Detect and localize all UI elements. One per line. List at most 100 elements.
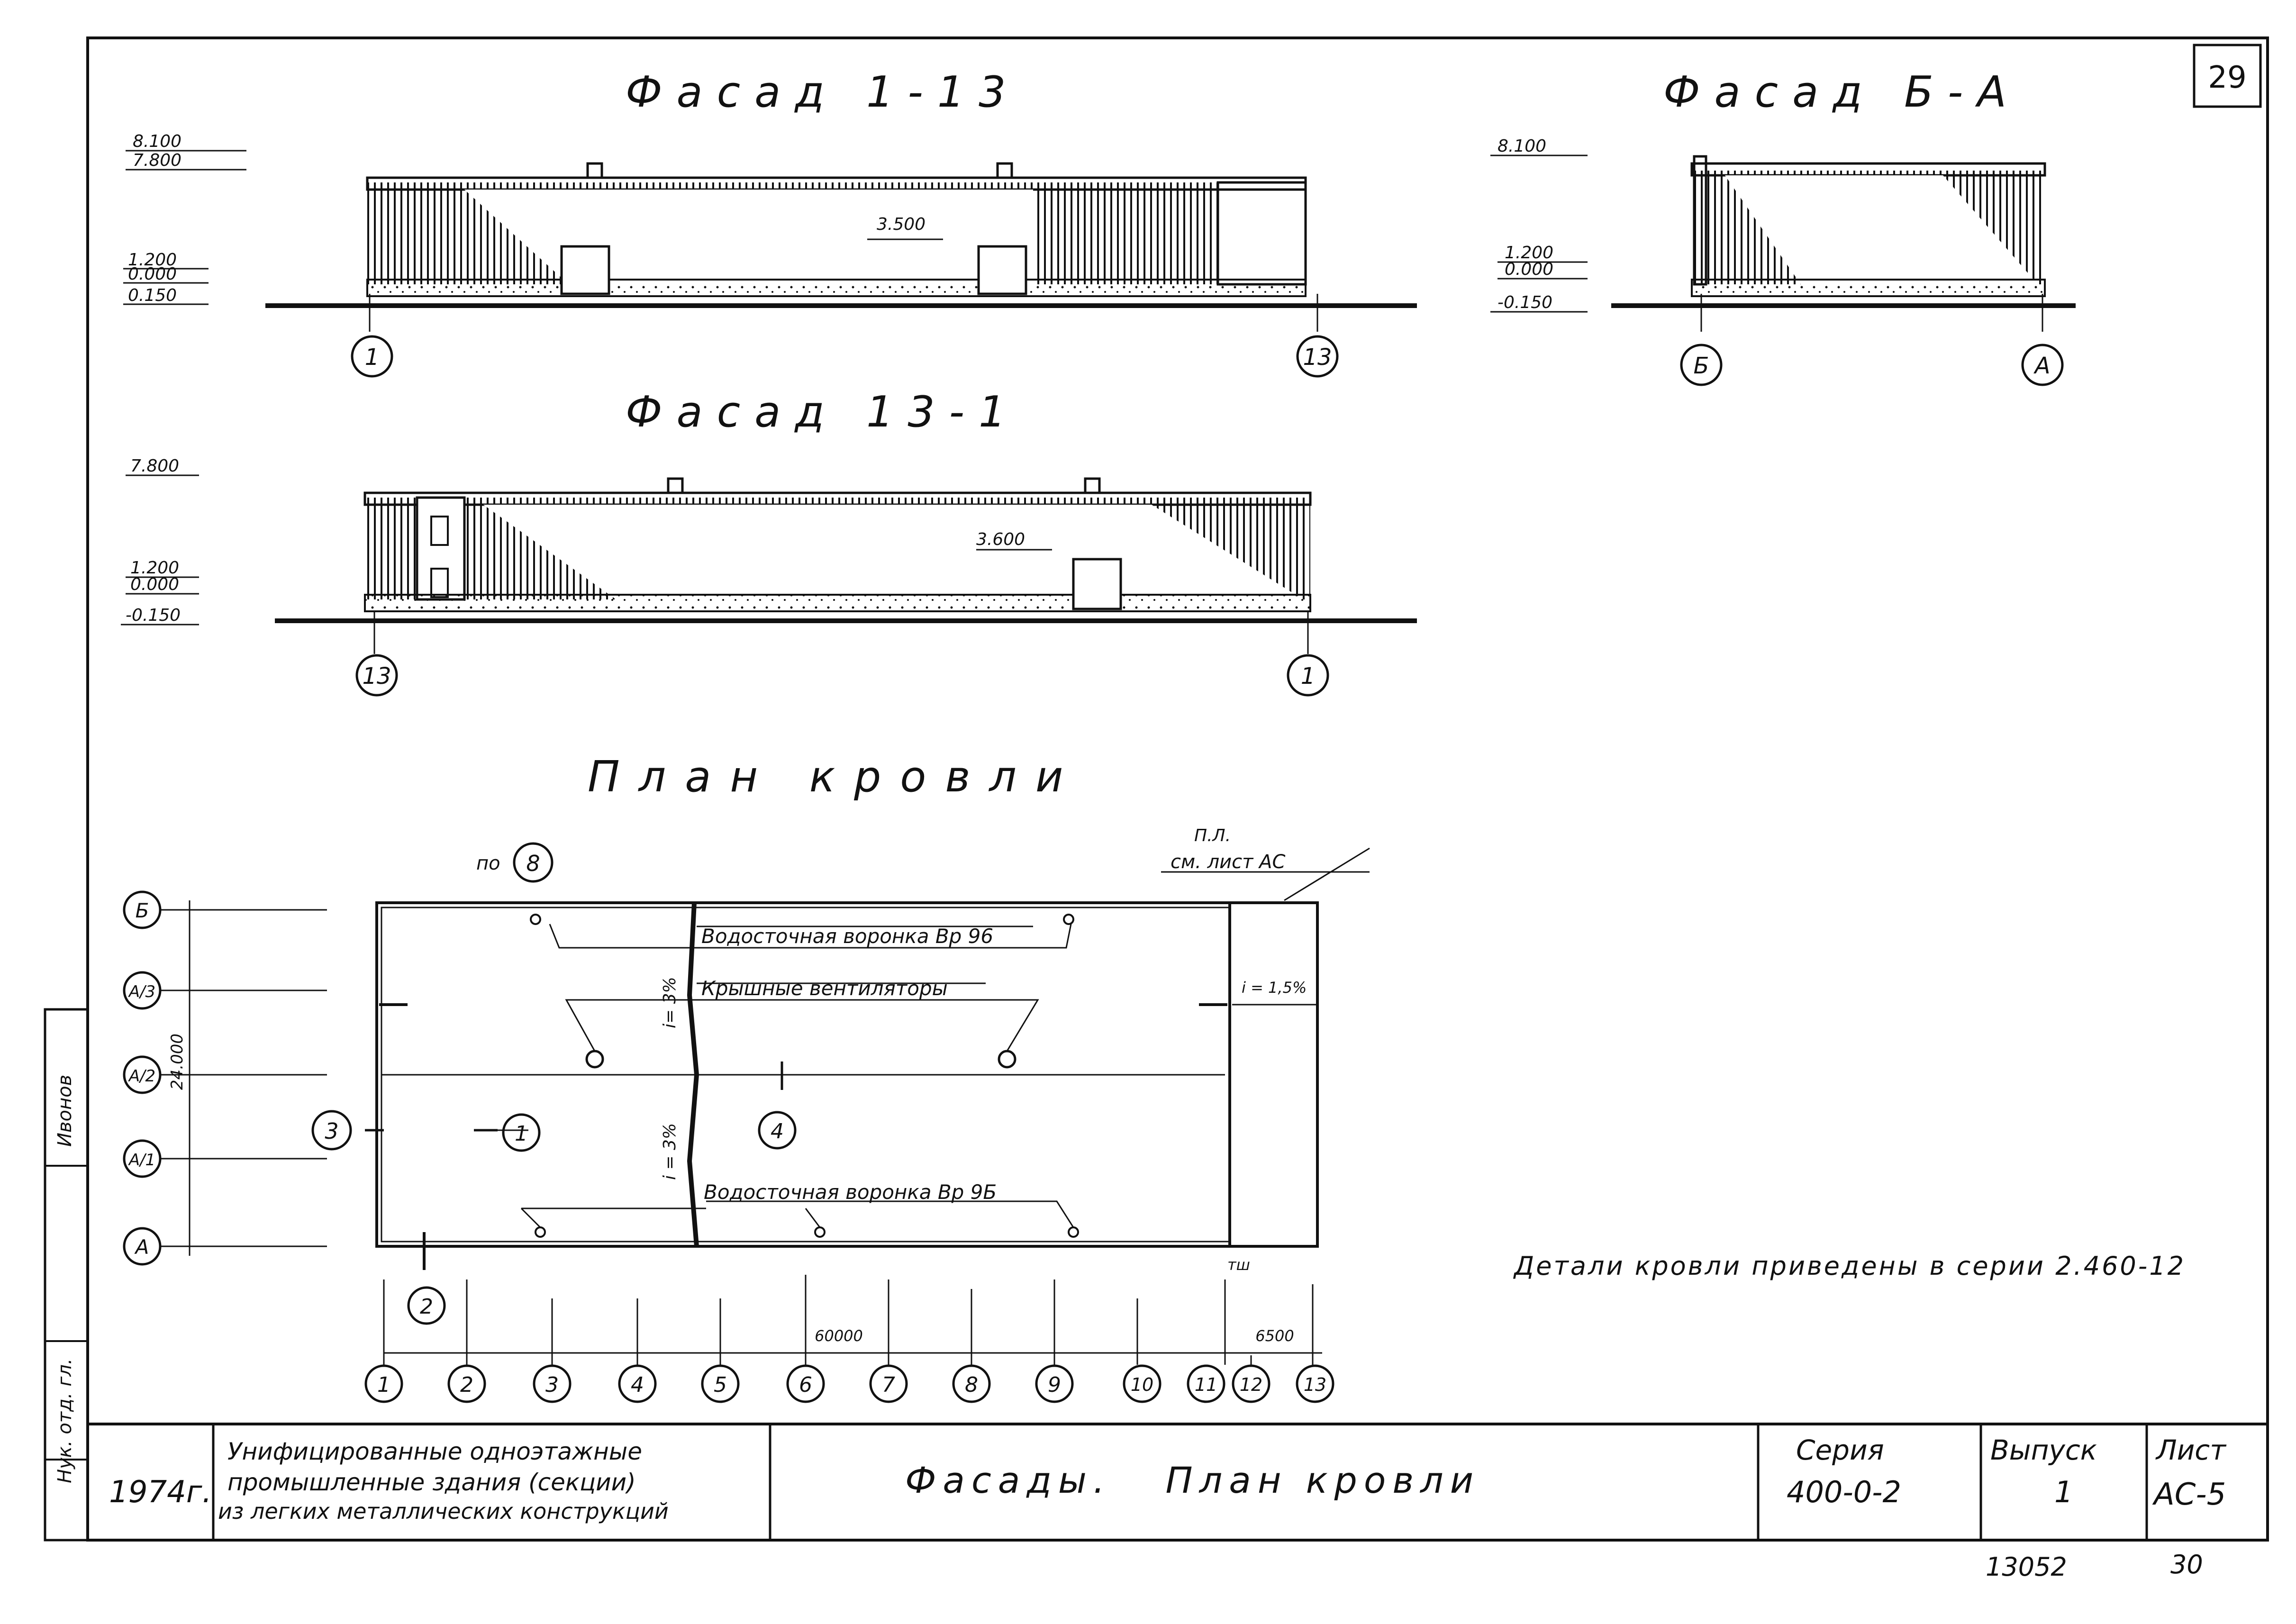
title-series-value: 400-0-2	[1787, 1475, 1901, 1509]
marker-2: 2	[407, 1286, 446, 1325]
facade-13-1-axis-1: 1	[1287, 654, 1329, 697]
roof-details-note: Детали кровли приведены в серии 2.460-12	[1513, 1251, 2186, 1281]
title-issue-value: 1	[2054, 1475, 2073, 1509]
title-project-line2: промышленные здания (секции)	[227, 1469, 636, 1496]
roof-plan-ref-note: по	[476, 853, 500, 874]
roof-plan-pl-note-1: П.Л.	[1194, 826, 1231, 845]
svg-text:3: 3	[325, 1118, 338, 1144]
svg-text:4: 4	[771, 1119, 784, 1143]
title-block	[88, 1423, 2268, 1540]
svg-text:0.000: 0.000	[130, 575, 179, 594]
svg-text:А/2: А/2	[128, 1067, 155, 1086]
callout-fans: Крышные вентиляторы	[701, 977, 948, 1000]
dim-annex-length: 6500	[1255, 1327, 1294, 1345]
dim-height: 24.000	[168, 1034, 187, 1090]
svg-text:4: 4	[631, 1373, 644, 1397]
roof-plan-title: План кровли	[588, 752, 1082, 802]
bottom-code-left: 13052	[1986, 1552, 2067, 1582]
facade-1-13-axis-13: 13	[1296, 335, 1339, 378]
facade-b-a-title: Фасад Б-А	[1663, 67, 2021, 117]
facade-b-a-axis-a: А	[2021, 344, 2064, 386]
svg-text:9: 9	[1048, 1373, 1061, 1397]
facade-1-13-levels: 8.100 7.800 1.200 0.000 0.150	[123, 132, 246, 305]
facade-13-1	[275, 477, 1417, 654]
slope-annex: i = 1,5%	[1242, 979, 1307, 997]
sheet-frame	[86, 36, 2269, 1542]
svg-text:7.800: 7.800	[130, 456, 179, 476]
marker-1: 1	[502, 1113, 541, 1152]
facade-13-1-levels: 7.800 1.200 0.000 -0.150	[121, 456, 199, 626]
marker-4: 4	[758, 1111, 797, 1150]
svg-text:1.200: 1.200	[128, 250, 177, 270]
facade-b-a-levels: 8.100 1.200 0.000 -0.150	[1490, 136, 1588, 313]
facade-1-13-title: Фасад 1-13	[626, 67, 1020, 117]
facade-1-13-mark: 3.500	[877, 215, 926, 234]
svg-text:2: 2	[420, 1295, 433, 1319]
svg-text:1: 1	[377, 1373, 390, 1397]
roof-plan-pl-note-2: см. лист АС	[1171, 851, 1286, 873]
page-number: 29	[2208, 60, 2246, 95]
svg-text:8: 8	[965, 1373, 978, 1397]
svg-text:6: 6	[799, 1373, 812, 1397]
svg-text:А/1: А/1	[128, 1151, 155, 1170]
svg-text:1.200: 1.200	[130, 558, 179, 578]
side-stamp	[44, 1008, 89, 1542]
svg-text:Б: Б	[136, 899, 149, 922]
svg-text:13: 13	[1303, 344, 1332, 371]
facade-13-1-axis-13: 13	[355, 654, 398, 697]
svg-text:0.150: 0.150	[128, 286, 177, 305]
svg-text:-0.150: -0.150	[1497, 293, 1552, 312]
facade-b-a	[1611, 155, 2076, 332]
svg-text:А: А	[134, 1235, 149, 1259]
title-sheet-title: Фасады. План кровли	[905, 1459, 1480, 1501]
svg-text:1: 1	[515, 1122, 528, 1146]
column-axes: 1 2 3 4 5 6 7 8 9 10 11 12 13	[364, 1275, 1334, 1403]
svg-text:3: 3	[545, 1373, 559, 1397]
callout-funnel-top: Водосточная воронка Вр 96	[701, 925, 993, 948]
slope-upper: i= 3%	[660, 977, 680, 1028]
svg-text:10: 10	[1131, 1374, 1153, 1395]
side-stamp-line1: Ивонов	[54, 1075, 76, 1147]
page-number-box	[2193, 44, 2262, 108]
bottom-code-right: 30	[2170, 1550, 2203, 1579]
svg-text:7: 7	[882, 1373, 895, 1397]
dim-main-length: 60000	[815, 1327, 863, 1345]
svg-text:8.100: 8.100	[133, 132, 182, 151]
svg-text:1: 1	[1301, 663, 1316, 690]
slope-lower: i = 3%	[660, 1123, 680, 1180]
callout-funnel-bottom: Водосточная воронка Вр 9Б	[704, 1180, 997, 1204]
svg-text:11: 11	[1195, 1374, 1217, 1395]
svg-text:7.800: 7.800	[133, 151, 182, 170]
svg-text:13: 13	[1304, 1374, 1326, 1395]
svg-text:А: А	[2033, 353, 2051, 379]
title-series-label: Серия	[1796, 1434, 1884, 1466]
marker-3: 3	[311, 1110, 352, 1151]
svg-text:1.200: 1.200	[1505, 243, 1553, 263]
svg-text:8.100: 8.100	[1497, 136, 1546, 156]
title-project-line1: Унифицированные одноэтажные	[227, 1438, 642, 1465]
row-axes: Б А/3 А/2 А/1 А	[123, 890, 327, 1266]
svg-text:5: 5	[714, 1373, 727, 1397]
svg-text:0.000: 0.000	[128, 264, 177, 284]
svg-text:А/3: А/3	[128, 982, 155, 1001]
svg-text:8: 8	[526, 851, 540, 876]
facade-1-13-axis-1: 1	[351, 335, 393, 378]
dim-joint: тш	[1227, 1256, 1250, 1274]
svg-text:1: 1	[365, 344, 380, 371]
facade-b-a-axis-b: Б	[1680, 344, 1723, 386]
title-year: 1974г.	[109, 1475, 212, 1510]
roof-plan-ref-circle: 8	[513, 842, 554, 883]
facade-1-13	[265, 162, 1417, 332]
roof-plan-drawing	[365, 901, 1319, 1270]
title-issue-label: Выпуск	[1990, 1434, 2097, 1466]
svg-text:12: 12	[1240, 1374, 1262, 1395]
svg-text:13: 13	[362, 663, 391, 690]
svg-text:2: 2	[460, 1373, 473, 1397]
svg-text:-0.150: -0.150	[126, 606, 181, 625]
title-sheet-label: Лист	[2155, 1434, 2227, 1466]
title-project-line3: из легких металлических конструкций	[218, 1498, 669, 1524]
title-sheet-value: АС-5	[2152, 1477, 2226, 1512]
facade-13-1-mark: 3.600	[976, 530, 1025, 549]
svg-text:0.000: 0.000	[1505, 260, 1553, 279]
